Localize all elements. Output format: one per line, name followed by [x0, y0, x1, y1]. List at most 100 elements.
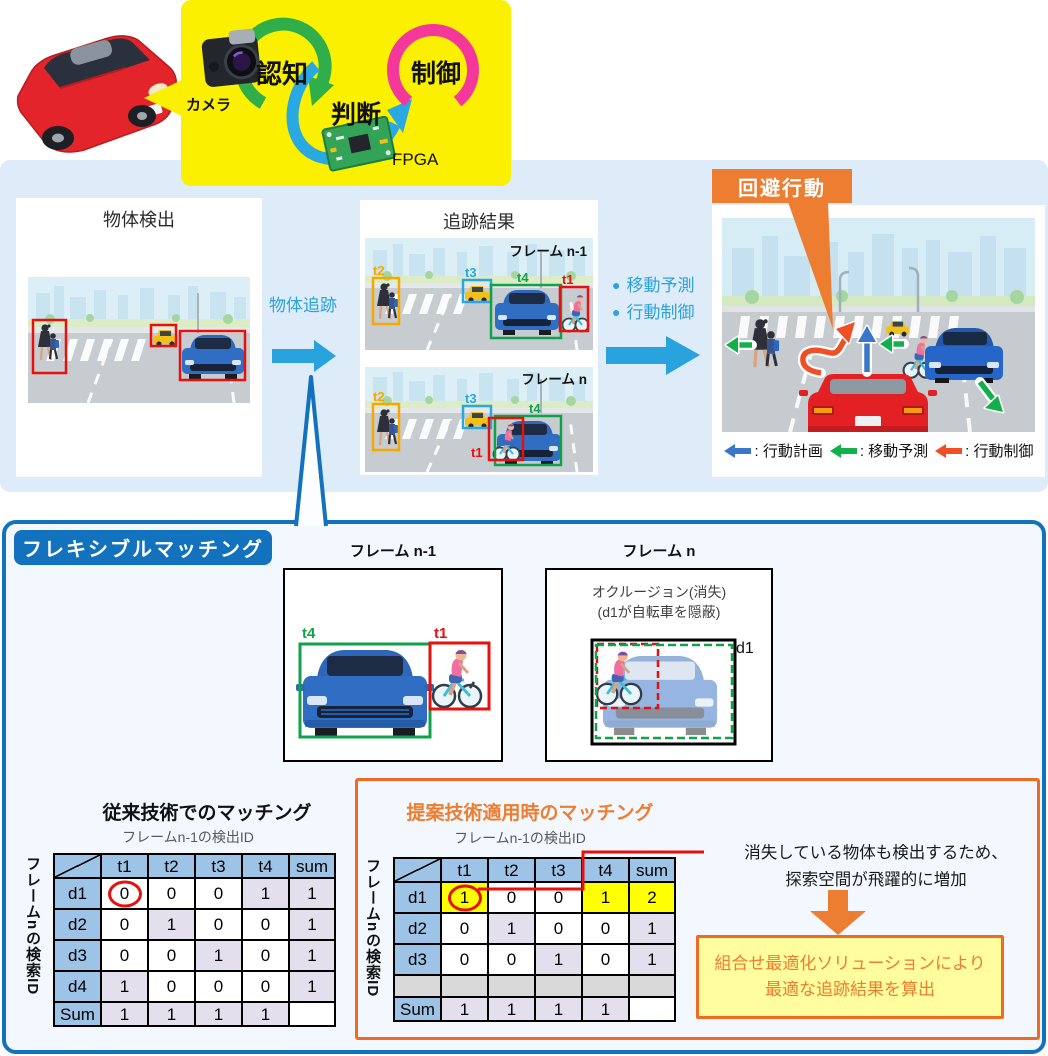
ego-car-illustration: [16, 35, 178, 153]
matrix-cell: 1: [288, 908, 336, 941]
conventional-row-group-label: フレームnの検索ID: [24, 856, 41, 996]
matrix-cell: [487, 974, 536, 998]
occlusion-line2: (d1が自転車を隠蔽): [597, 604, 721, 620]
column-header: t2: [147, 853, 196, 879]
matrix-cell: 0: [100, 939, 149, 972]
track-label-t1: t1: [562, 272, 574, 287]
matrix-cell: 1: [534, 943, 583, 976]
connector-spike: [294, 375, 328, 527]
action-plan-arrow-icon: [724, 443, 752, 458]
result-box: 組合せ最適化ソリューションにより 最適な追跡結果を算出: [696, 935, 1004, 1019]
avoidance-scene: [722, 218, 1035, 432]
tracking-title: 追跡結果: [443, 212, 515, 232]
matrix-cell: 0: [440, 943, 489, 976]
matrix-cell: 0: [241, 939, 290, 972]
matrix-cell: 0: [100, 877, 149, 910]
track-label-t3: t3: [465, 265, 477, 280]
row-header: [393, 974, 442, 998]
pipeline-box: [181, 0, 511, 186]
table-corner-cell: [393, 857, 442, 883]
action-control-arrow: [797, 320, 857, 378]
avoidance-funnel: [788, 202, 833, 329]
bbox-t1: [428, 641, 491, 711]
bbox-t1-dashed: [595, 642, 660, 710]
row-header: d3: [393, 943, 442, 976]
track-label-t3: t3: [465, 391, 477, 406]
conventional-title: 従来技術でのマッチング: [102, 803, 312, 824]
d1-label: d1: [736, 640, 754, 657]
matrix-cell: 1: [581, 996, 630, 1022]
row-header: d4: [53, 970, 102, 1003]
prediction-arrow: [606, 336, 700, 375]
matrix-cell: [628, 996, 676, 1022]
conventional-col-group-label: フレームn-1の検出ID: [122, 829, 254, 845]
cyclist: [561, 294, 590, 333]
matrix-cell: 1: [241, 877, 290, 910]
matrix-cell: 0: [440, 912, 489, 945]
action-plan-arrow: [856, 324, 878, 377]
matrix-cell: 1: [581, 881, 630, 914]
legend-item-action-control: : 行動制御: [935, 440, 1034, 461]
row-header: Sum: [393, 996, 442, 1022]
red-car-rear: [799, 374, 937, 432]
matrix-cell: [534, 974, 583, 998]
frame-curr-title: フレーム n: [622, 543, 696, 560]
result-line2: 最適な追跡結果を算出: [765, 980, 935, 999]
matrix-cell: 0: [147, 877, 196, 910]
judgment-arrowhead: [387, 99, 412, 133]
track-label-t1: t1: [434, 625, 447, 642]
track-label-t4: t4: [302, 625, 316, 642]
bullet-action-control: 行動制御: [626, 303, 695, 322]
matrix-cell: 1: [100, 1001, 149, 1027]
pedestrians: [38, 324, 59, 361]
matrix-cell: 0: [241, 970, 290, 1003]
matrix-cell: 0: [241, 908, 290, 941]
frame-prev-image: t4 t1: [296, 625, 491, 739]
matrix-cell: 0: [581, 912, 630, 945]
column-header: t3: [534, 857, 583, 883]
matrix-cell: 1: [288, 970, 336, 1003]
cyclist: [431, 649, 483, 709]
cyclist: [595, 651, 643, 706]
matrix-cell: 1: [487, 996, 536, 1022]
column-header: sum: [288, 853, 336, 879]
row-header: d3: [53, 939, 102, 972]
judgment-label: 判断: [331, 101, 382, 129]
section-label-flexible-matching: フレキシブルマッチング: [14, 530, 272, 565]
control-label: 制御: [411, 60, 462, 88]
proposed-col-group-label: フレームn-1の検出ID: [454, 830, 586, 846]
frame-curr-panel: オクルージョン(消失) (d1が自転車を隠蔽): [545, 568, 773, 762]
matrix-cell: 0: [194, 970, 243, 1003]
matrix-cell: 0: [534, 912, 583, 945]
frame-curr-overlay-label: フレーム n: [521, 372, 587, 387]
track-label-t4: t4: [517, 270, 529, 285]
legend: : 行動計画 : 移動予測 : 行動制御: [718, 440, 1040, 461]
proposed-row-group-label: フレームnの検索ID: [364, 858, 381, 998]
frame-curr-image: [590, 638, 737, 746]
blue-car: [925, 328, 1003, 383]
frame-prev-title: フレーム n-1: [349, 543, 437, 560]
legend-item-motion-prediction: : 移動予測: [829, 440, 928, 461]
row-header: d2: [393, 912, 442, 945]
legend-label: : 行動制御: [965, 443, 1034, 460]
matrix-cell: 2: [628, 881, 676, 914]
column-header: t3: [194, 853, 243, 879]
row-header: d2: [53, 908, 102, 941]
recognition-cycle-arrowhead: [308, 76, 334, 106]
track-label-t2: t2: [373, 389, 385, 404]
fpga-board-icon: [321, 115, 396, 172]
matrix-cell: 0: [534, 881, 583, 914]
note-line1: 消失している物体も検出するため、: [744, 844, 1008, 862]
detection-scene: [28, 277, 250, 403]
motion-prediction-arrow-cyclist: [878, 334, 909, 354]
camera-label: カメラ: [186, 97, 232, 114]
tracking-scene-frame-prev: t2 t3 t4 t1 フレーム n-1: [365, 238, 593, 350]
matrix-cell: 0: [147, 970, 196, 1003]
legend-item-action-plan: : 行動計画: [724, 440, 823, 461]
note-line2: 探索空間が飛躍的に増加: [785, 871, 967, 889]
matrix-cell: 1: [487, 912, 536, 945]
matrix-cell: 0: [100, 908, 149, 941]
recognition-label: 認知: [256, 59, 309, 89]
proposed-title: 提案技術適用時のマッチング: [406, 803, 654, 824]
